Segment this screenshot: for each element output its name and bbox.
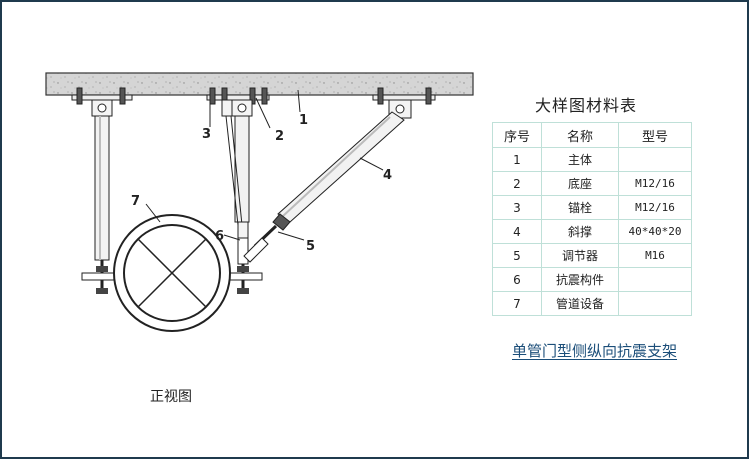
table-title: 大样图材料表 bbox=[535, 96, 638, 115]
callout-6: 6 bbox=[215, 229, 224, 244]
table-row: 2 底座 M12/16 bbox=[492, 171, 692, 196]
cell-name: 管道设备 bbox=[541, 291, 619, 316]
header-no: 序号 bbox=[492, 122, 542, 148]
table-header-row: 序号 名称 型号 bbox=[492, 122, 692, 148]
cell-name: 底座 bbox=[541, 171, 619, 196]
cell-model bbox=[618, 147, 692, 172]
table-row: 4 斜撑 40*40*20 bbox=[492, 219, 692, 244]
cell-no: 2 bbox=[492, 171, 542, 196]
callout-5: 5 bbox=[306, 239, 315, 254]
callout-3: 3 bbox=[202, 127, 211, 142]
cell-no: 3 bbox=[492, 195, 542, 220]
callout-1: 1 bbox=[299, 113, 308, 128]
left-base bbox=[71, 87, 133, 117]
table-row: 6 抗震构件 bbox=[492, 267, 692, 292]
cell-no: 5 bbox=[492, 243, 542, 268]
cell-name: 锚栓 bbox=[541, 195, 619, 220]
left-rod bbox=[94, 115, 110, 261]
leader-lines bbox=[145, 89, 384, 241]
diagram-title[interactable]: 单管门型侧纵向抗震支架 bbox=[512, 342, 678, 360]
cell-no: 6 bbox=[492, 267, 542, 292]
cell-name: 斜撑 bbox=[541, 219, 619, 244]
middle-rod bbox=[234, 115, 250, 223]
callout-4: 4 bbox=[383, 168, 392, 183]
callout-labels: 1 2 3 4 5 6 7 bbox=[131, 113, 392, 254]
materials-table: 序号 名称 型号 1 主体 2 底座 M12/16 3 锚栓 M12/16 4 … bbox=[492, 122, 692, 316]
pipe bbox=[113, 214, 231, 332]
cell-name: 调节器 bbox=[541, 243, 619, 268]
cell-model bbox=[618, 267, 692, 292]
table-row: 1 主体 bbox=[492, 147, 692, 172]
cell-model bbox=[618, 291, 692, 316]
header-model: 型号 bbox=[618, 122, 692, 148]
diagonal-brace bbox=[243, 111, 405, 263]
callout-7: 7 bbox=[131, 194, 140, 209]
cell-model: M12/16 bbox=[618, 195, 692, 220]
table-row: 7 管道设备 bbox=[492, 291, 692, 316]
cell-no: 4 bbox=[492, 219, 542, 244]
cell-no: 7 bbox=[492, 291, 542, 316]
ceiling-slab bbox=[45, 72, 474, 96]
cell-name: 抗震构件 bbox=[541, 267, 619, 292]
cell-model: 40*40*20 bbox=[618, 219, 692, 244]
table-row: 3 锚栓 M12/16 bbox=[492, 195, 692, 220]
header-name: 名称 bbox=[541, 122, 619, 148]
callout-2: 2 bbox=[275, 129, 284, 144]
table-row: 5 调节器 M16 bbox=[492, 243, 692, 268]
cell-model: M12/16 bbox=[618, 171, 692, 196]
middle-base bbox=[206, 87, 270, 117]
front-view-label: 正视图 bbox=[150, 389, 192, 405]
cell-name: 主体 bbox=[541, 147, 619, 172]
cell-model: M16 bbox=[618, 243, 692, 268]
cell-no: 1 bbox=[492, 147, 542, 172]
